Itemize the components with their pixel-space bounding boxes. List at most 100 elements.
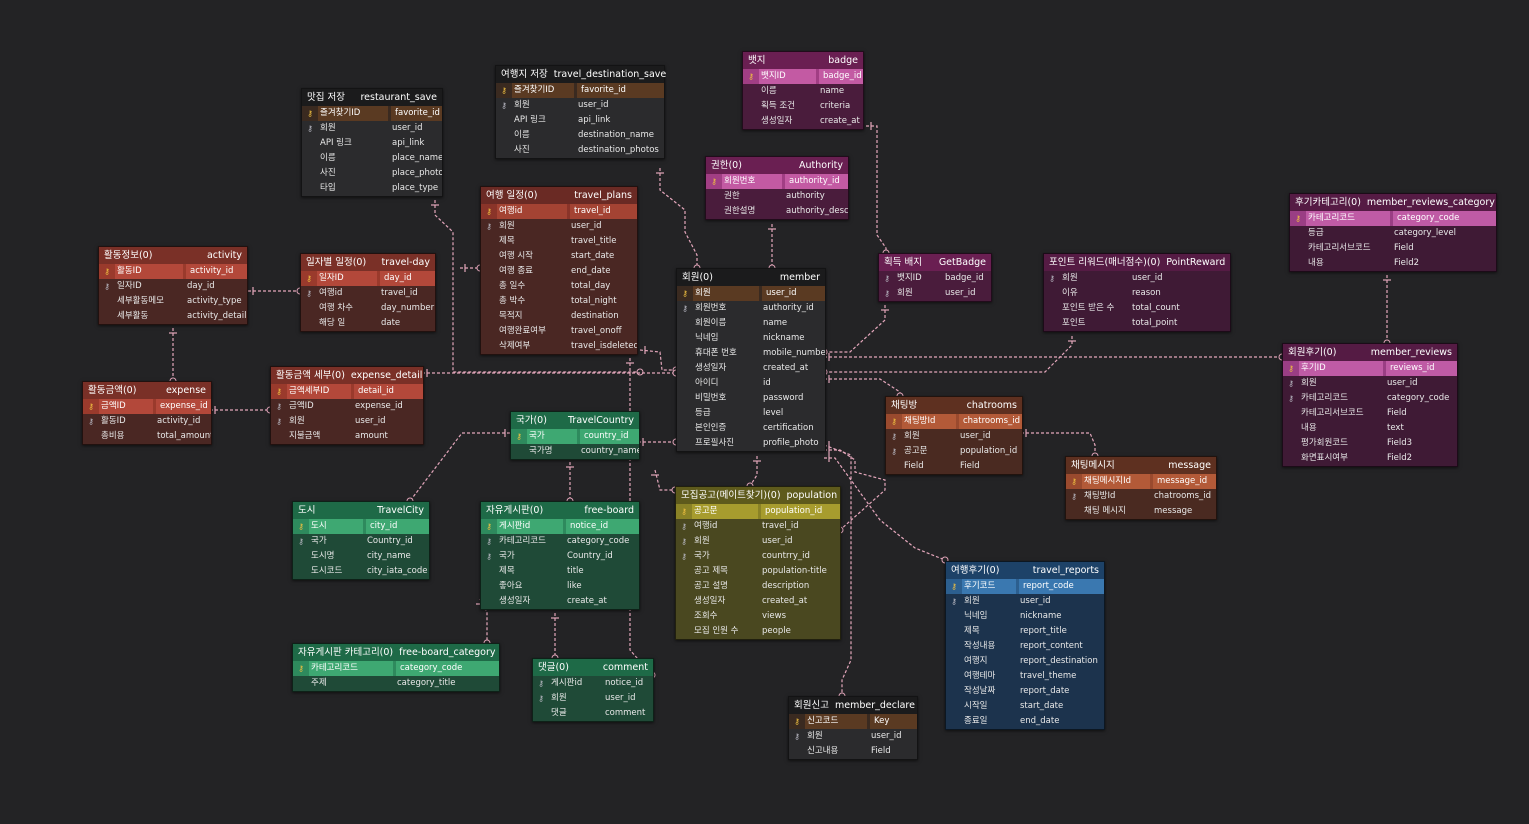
entity-member-reviews[interactable]: 회원후기(0)member_reviews⚷후기IDreviews_id⚷회원u… (1282, 343, 1458, 467)
field-row[interactable]: ⚷국가Country_id (293, 534, 429, 549)
entity-travel-city[interactable]: 도시TravelCity⚷도시city_id⚷국가Country_id도시명ci… (292, 501, 430, 580)
field-row[interactable]: ⚷회원user_id (677, 286, 825, 301)
field-row[interactable]: ⚷카테고리코드category_code (1283, 391, 1457, 406)
field-row[interactable]: 카테고리서브코드Field (1290, 241, 1496, 256)
field-row[interactable]: ⚷도시city_id (293, 519, 429, 534)
field-row[interactable]: 여행 종료end_date (481, 264, 637, 279)
field-row[interactable]: 타입place_type (302, 181, 442, 196)
field-row[interactable]: 국가명country_name (511, 444, 639, 459)
field-row[interactable]: ⚷회원user_id (946, 594, 1104, 609)
field-row[interactable]: 회원이름name (677, 316, 825, 331)
field-row[interactable]: 이름name (743, 84, 863, 99)
field-row[interactable]: 좋아요like (481, 579, 639, 594)
field-row[interactable]: 시작일start_date (946, 699, 1104, 714)
field-row[interactable]: ⚷금액세부IDdetail_id (271, 384, 423, 399)
field-row[interactable]: ⚷회원user_id (302, 121, 442, 136)
field-row[interactable]: 해당 일date (301, 316, 435, 331)
field-row[interactable]: 공고 제목population-title (676, 564, 840, 579)
field-row[interactable]: ⚷여행idtravel_id (481, 204, 637, 219)
entity-authority[interactable]: 권한(0)Authority⚷회원번호authority_id권한authori… (705, 156, 849, 220)
entity-expense[interactable]: 활동금액(0)expense⚷금액IDexpense_id⚷활동IDactivi… (82, 381, 212, 445)
field-row[interactable]: 등급category_level (1290, 226, 1496, 241)
field-row[interactable]: 내용text (1283, 421, 1457, 436)
field-row[interactable]: 권한설명authority_desc (706, 204, 848, 219)
field-row[interactable]: ⚷게시판idnotice_id (481, 519, 639, 534)
field-row[interactable]: ⚷채팅방Idchatrooms_id (886, 414, 1022, 429)
field-row[interactable]: 세부활동activity_detail (99, 309, 247, 324)
field-row[interactable]: ⚷회원user_id (533, 691, 653, 706)
field-row[interactable]: 총 박수total_night (481, 294, 637, 309)
field-row[interactable]: 여행 차수day_number (301, 301, 435, 316)
field-row[interactable]: 비밀번호password (677, 391, 825, 406)
field-row[interactable]: 작성내용report_content (946, 639, 1104, 654)
field-row[interactable]: ⚷회원user_id (676, 534, 840, 549)
entity-expense-detail[interactable]: 활동금액 세부(0)expense_detail⚷금액세부IDdetail_id… (270, 366, 424, 445)
field-row[interactable]: API 링크api_link (302, 136, 442, 151)
field-row[interactable]: 평가회원코드Field3 (1283, 436, 1457, 451)
field-row[interactable]: 프로필사진profile_photo (677, 436, 825, 451)
field-row[interactable]: 아이디id (677, 376, 825, 391)
entity-comment[interactable]: 댓글(0)comment⚷게시판idnotice_id⚷회원user_id댓글c… (532, 658, 654, 722)
field-row[interactable]: ⚷회원user_id (886, 429, 1022, 444)
field-row[interactable]: 카테고리서브코드Field (1283, 406, 1457, 421)
field-row[interactable]: ⚷게시판idnotice_id (533, 676, 653, 691)
field-row[interactable]: 내용Field2 (1290, 256, 1496, 271)
field-row[interactable]: 작성날짜report_date (946, 684, 1104, 699)
field-row[interactable]: 댓글comment (533, 706, 653, 721)
field-row[interactable]: ⚷즐겨찾기IDfavorite_id (496, 83, 664, 98)
field-row[interactable]: ⚷회원user_id (1044, 271, 1230, 286)
field-row[interactable]: 사진destination_photos (496, 143, 664, 158)
field-row[interactable]: 제목travel_title (481, 234, 637, 249)
field-row[interactable]: 조회수views (676, 609, 840, 624)
entity-travel-destination-save[interactable]: 여행지 저장travel_destination_save⚷즐겨찾기IDfavo… (495, 65, 666, 159)
field-row[interactable]: 권한authority (706, 189, 848, 204)
field-row[interactable]: ⚷회원번호authority_id (677, 301, 825, 316)
field-row[interactable]: 총 일수total_day (481, 279, 637, 294)
field-row[interactable]: ⚷뱃지IDbadge_id (879, 271, 991, 286)
field-row[interactable]: 삭제여부travel_isdeleted (481, 339, 637, 354)
field-row[interactable]: 포인트 받은 수total_count (1044, 301, 1230, 316)
field-row[interactable]: 도시코드city_iata_code (293, 564, 429, 579)
field-row[interactable]: ⚷활동IDactivity_id (83, 414, 211, 429)
field-row[interactable]: 등급level (677, 406, 825, 421)
field-row[interactable]: 생성일자created_at (677, 361, 825, 376)
field-row[interactable]: ⚷여행idtravel_id (301, 286, 435, 301)
field-row[interactable]: 채팅 메시지message (1066, 504, 1216, 519)
entity-free-board-category[interactable]: 자유게시판 카테고리(0)free-board_category⚷카테고리코드c… (292, 643, 500, 692)
entity-get-badge[interactable]: 획득 배지GetBadge⚷뱃지IDbadge_id⚷회원user_id (878, 253, 992, 302)
field-row[interactable]: ⚷회원user_id (271, 414, 423, 429)
entity-travel-country[interactable]: 국가(0)TravelCountry⚷국가country_id국가명countr… (510, 411, 640, 460)
field-row[interactable]: 모집 인원 수people (676, 624, 840, 639)
field-row[interactable]: ⚷국가country_id (511, 429, 639, 444)
field-row[interactable]: 본인인증certification (677, 421, 825, 436)
field-row[interactable]: ⚷국가Country_id (481, 549, 639, 564)
entity-member[interactable]: 회원(0)member⚷회원user_id⚷회원번호authority_id회원… (676, 268, 826, 452)
entity-travel-day[interactable]: 일자별 일정(0)travel-day⚷일자IDday_id⚷여행idtrave… (300, 253, 436, 332)
field-row[interactable]: 닉네임nickname (677, 331, 825, 346)
field-row[interactable]: 목적지destination (481, 309, 637, 324)
field-row[interactable]: FieldField (886, 459, 1022, 474)
field-row[interactable]: 여행 시작start_date (481, 249, 637, 264)
field-row[interactable]: ⚷국가countrry_id (676, 549, 840, 564)
entity-population[interactable]: 모집공고(메이트찾기)(0)population⚷공고문population_i… (675, 486, 841, 640)
field-row[interactable]: ⚷활동IDactivity_id (99, 264, 247, 279)
field-row[interactable]: 여행지report_destination (946, 654, 1104, 669)
entity-member-declare[interactable]: 회원신고member_declare⚷신고코드Key⚷회원user_id신고내용… (788, 696, 918, 760)
field-row[interactable]: 이유reason (1044, 286, 1230, 301)
field-row[interactable]: 세부활동메모activity_type (99, 294, 247, 309)
field-row[interactable]: ⚷카테고리코드category_code (1290, 211, 1496, 226)
entity-travel-plans[interactable]: 여행 일정(0)travel_plans⚷여행idtravel_id⚷회원use… (480, 186, 638, 355)
field-row[interactable]: ⚷일자IDday_id (99, 279, 247, 294)
field-row[interactable]: ⚷회원user_id (481, 219, 637, 234)
field-row[interactable]: ⚷공고문population_id (676, 504, 840, 519)
field-row[interactable]: 닉네임nickname (946, 609, 1104, 624)
field-row[interactable]: ⚷후기IDreviews_id (1283, 361, 1457, 376)
field-row[interactable]: 사진place_photos (302, 166, 442, 181)
field-row[interactable]: ⚷회원user_id (789, 729, 917, 744)
field-row[interactable]: ⚷즐겨찾기IDfavorite_id (302, 106, 442, 121)
field-row[interactable]: 총비용total_amount (83, 429, 211, 444)
field-row[interactable]: 제목title (481, 564, 639, 579)
field-row[interactable]: 휴대폰 번호mobile_number (677, 346, 825, 361)
field-row[interactable]: 제목report_title (946, 624, 1104, 639)
